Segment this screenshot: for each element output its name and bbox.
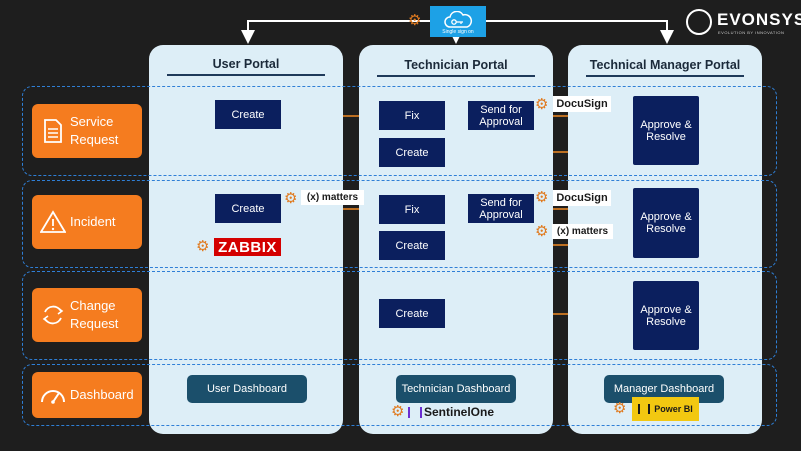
cr-tech-create-button[interactable]: Create [379,299,445,328]
sr-tech-fix-button[interactable]: Fix [379,101,445,130]
gauge-icon [36,385,70,405]
single-sign-on-box[interactable]: Single sign on [430,6,486,37]
incident-tech-create-button[interactable]: Create [379,231,445,260]
user-portal-title: User Portal [212,57,280,71]
evonsys-logo-icon [686,9,712,35]
sso-link-user [241,20,430,44]
gear-icon: ⚙ [284,190,298,207]
manager-dashboard-button[interactable]: Manager Dashboard [604,375,724,403]
docusign-logo-2: DocuSign [553,190,611,206]
sentinelone-icon [408,407,422,419]
row-label-dashboard: Dashboard [32,372,142,418]
sr-tech-create-button[interactable]: Create [379,138,445,167]
incident-user-create-button[interactable]: Create [215,194,281,223]
cloud-key-icon [444,11,473,28]
sr-approve-resolve-button[interactable]: Approve & Resolve [633,96,699,165]
gear-icon: ⚙ [391,403,405,420]
row-label-service-request: Service Request [32,104,142,158]
powerbi-logo: Power BI [632,397,699,421]
xmatters-logo-2: (x) matters [552,224,613,239]
gear-icon: ⚙ [613,400,627,417]
row-label-incident: Incident [32,195,142,249]
sso-link-mgr [486,20,674,44]
cr-approve-resolve-button[interactable]: Approve & Resolve [633,281,699,350]
sr-send-approval-button[interactable]: Send for Approval [468,101,534,130]
technician-portal-underline [377,75,535,77]
dashboard-band [22,364,777,426]
service-request-band [22,86,777,176]
row-label-change-request: Change Request [32,288,142,342]
gear-icon: ⚙ [535,189,549,206]
warning-icon [36,210,70,234]
incident-tech-fix-button[interactable]: Fix [379,195,445,224]
technician-dashboard-button[interactable]: Technician Dashboard [396,375,516,403]
xmatters-logo-1: (x) matters [301,190,364,205]
user-dashboard-button[interactable]: User Dashboard [187,375,307,403]
incident-approve-resolve-button[interactable]: Approve & Resolve [633,188,699,258]
gear-icon: ⚙ [535,96,549,113]
manager-portal-title: Technical Manager Portal [589,58,741,72]
incident-band [22,180,777,268]
gear-icon: ⚙ [408,12,422,29]
single-sign-on-label: Single sign on [442,29,474,35]
gear-icon: ⚙ [535,223,549,240]
technician-portal-title: Technician Portal [404,58,508,72]
brand-name: EVONSYS [717,10,801,29]
user-portal-underline [167,74,325,76]
incident-send-approval-button[interactable]: Send for Approval [468,194,534,223]
powerbi-icon [638,404,651,414]
sentinelone-logo: SentinelOne [408,405,494,419]
change-request-band [22,271,777,360]
brand-tagline: EVOLUTION BY INNOVATION [718,30,785,35]
cycle-icon [36,302,70,328]
manager-portal-underline [586,75,744,77]
zabbix-logo: ZABBIX [214,238,281,256]
sr-user-create-button[interactable]: Create [215,100,281,129]
document-icon [36,119,70,143]
gear-icon: ⚙ [196,238,210,255]
docusign-logo-1: DocuSign [553,96,611,112]
